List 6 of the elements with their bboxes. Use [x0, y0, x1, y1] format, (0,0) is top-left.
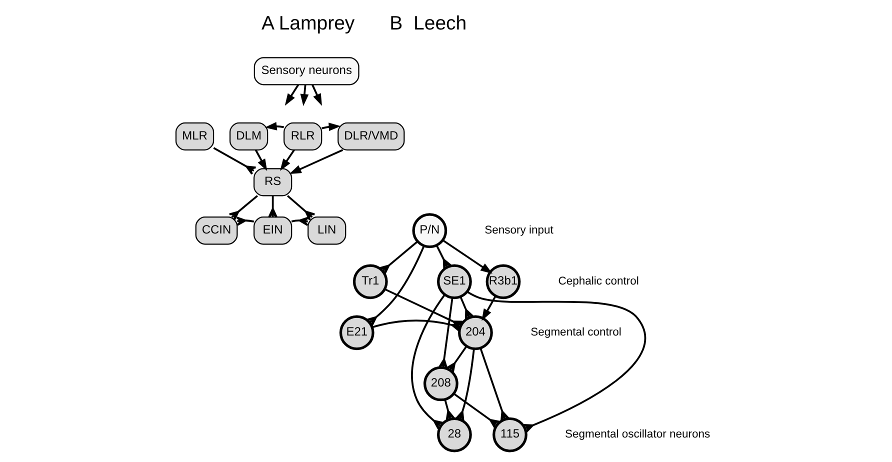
- label: Sensory input: [484, 224, 554, 236]
- label: A Lamprey: [261, 12, 355, 35]
- label: B Leech: [390, 12, 467, 35]
- label: Segmental control: [530, 326, 622, 338]
- label: Segmental oscillator neurons: [565, 428, 710, 440]
- label: Cephalic control: [558, 275, 639, 288]
